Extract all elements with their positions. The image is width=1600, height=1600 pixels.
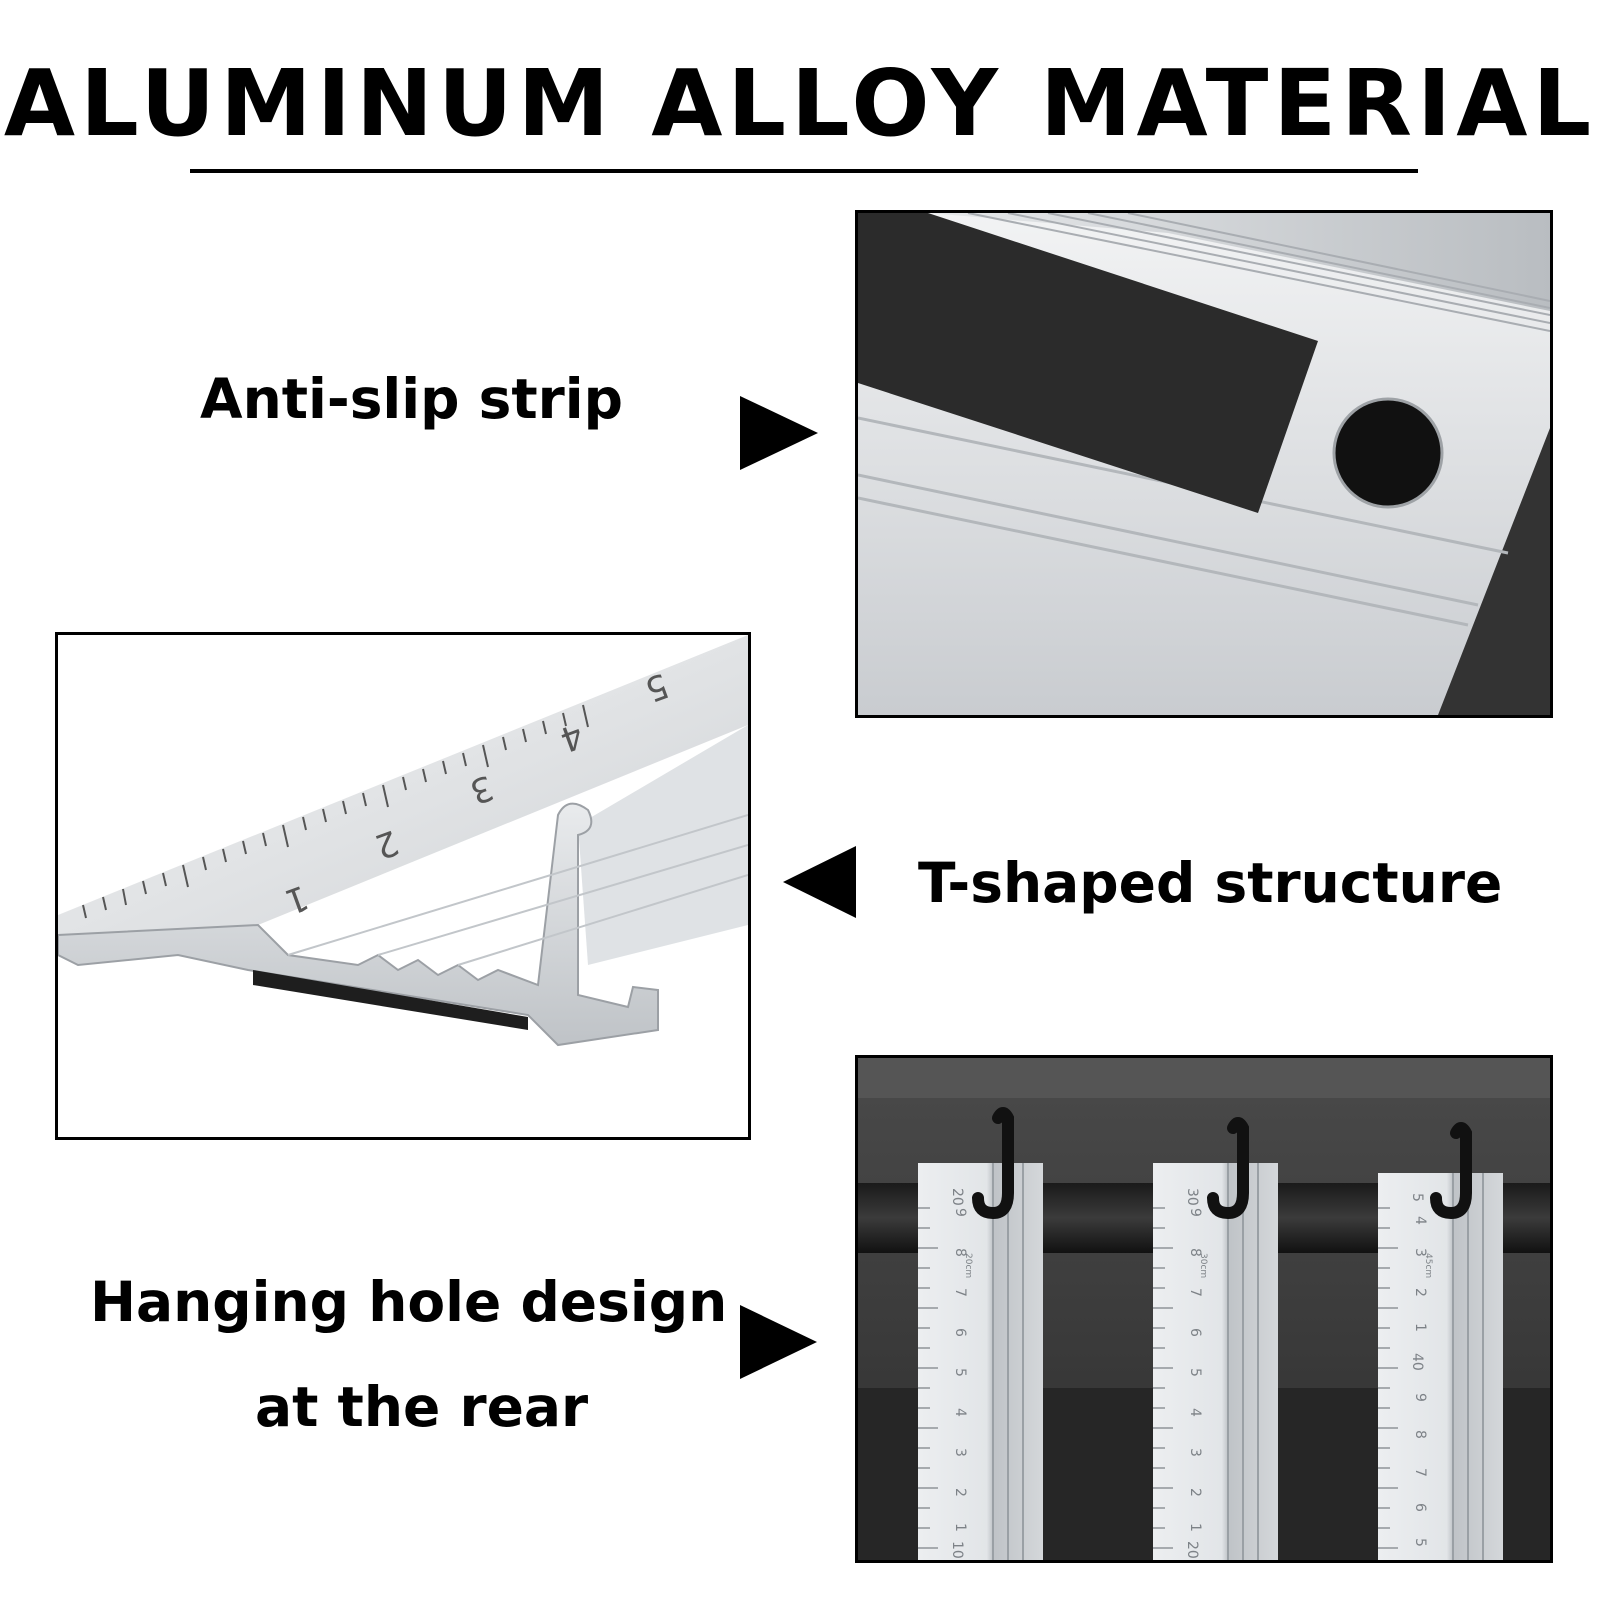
hanging-ruler: 5 45cm 4 3 2 1 40 9 8 7 6 5: [1378, 1122, 1503, 1560]
ruler-number: 6: [952, 1328, 968, 1337]
ruler-small-label: 45cm: [1423, 1253, 1433, 1278]
ruler-number: 9: [1412, 1393, 1428, 1402]
ruler-number: 8: [1412, 1430, 1428, 1439]
ruler-number: 6: [1412, 1503, 1428, 1512]
hanging-rulers-photo: 20 20cm 9 8 7 6 5 4 3 2 1 10: [855, 1055, 1553, 1563]
arrow-right-icon: [740, 1305, 817, 1379]
feature-label-hanging-hole-line2: at the rear: [255, 1375, 589, 1439]
ruler-number: 30: [1184, 1188, 1200, 1206]
ruler-number: 3: [1412, 1248, 1428, 1257]
feature-label-hanging-hole-line1: Hanging hole design: [90, 1270, 728, 1334]
ruler-small-label: 30cm: [1198, 1253, 1208, 1278]
t-shaped-structure-photo: 1 2 3 4 5: [55, 632, 751, 1140]
ruler-number: 10: [949, 1541, 965, 1559]
title-underline: [190, 169, 1418, 173]
ruler-number: 5: [1412, 1538, 1428, 1547]
ruler-number: 1: [952, 1523, 968, 1532]
ruler-number: 4: [1187, 1408, 1203, 1417]
hanging-ruler: 30 30cm 9 8 7 6 5 4 3 2 1 20: [1153, 1117, 1278, 1560]
hook-icon: [972, 1107, 1014, 1220]
ruler-number: 9: [1187, 1208, 1203, 1217]
ruler-number: 7: [952, 1288, 968, 1297]
ruler-number: 8: [1187, 1248, 1203, 1257]
ruler-number: 5: [952, 1368, 968, 1377]
ruler-number: 1: [1187, 1523, 1203, 1532]
ruler-number: 40: [1409, 1353, 1425, 1371]
ruler-number: 3: [952, 1448, 968, 1457]
ruler-number: 2: [1187, 1488, 1203, 1497]
ruler-number: 8: [952, 1248, 968, 1257]
ruler-number: 5: [1187, 1368, 1203, 1377]
ruler-number: 9: [952, 1208, 968, 1217]
ruler-number: 2: [1412, 1288, 1428, 1297]
ruler-number: 4: [952, 1408, 968, 1417]
hook-icon: [1430, 1122, 1472, 1220]
arrow-left-icon: [783, 846, 856, 918]
ruler-small-label: 20cm: [963, 1253, 973, 1278]
hanging-ruler: 20 20cm 9 8 7 6 5 4 3 2 1 10: [918, 1107, 1043, 1560]
arrow-right-icon: [740, 396, 818, 470]
ruler-number: 3: [1187, 1448, 1203, 1457]
ruler-number: 1: [1412, 1323, 1428, 1332]
ruler-number: 20: [949, 1188, 965, 1206]
ruler-number: 4: [1412, 1216, 1428, 1225]
ruler-number: 7: [1412, 1468, 1428, 1477]
ruler-number: 20: [1184, 1541, 1200, 1559]
feature-label-anti-slip: Anti-slip strip: [200, 367, 624, 431]
ruler-number: 2: [952, 1488, 968, 1497]
anti-slip-strip-photo: [855, 210, 1553, 718]
ruler-number: 7: [1187, 1288, 1203, 1297]
feature-label-t-shaped: T-shaped structure: [918, 851, 1503, 915]
ruler-number: 6: [1187, 1328, 1203, 1337]
ruler-number: 5: [1409, 1193, 1425, 1202]
hook-icon: [1207, 1117, 1249, 1220]
page-title: ALUMINUM ALLOY MATERIAL: [3, 50, 1597, 157]
